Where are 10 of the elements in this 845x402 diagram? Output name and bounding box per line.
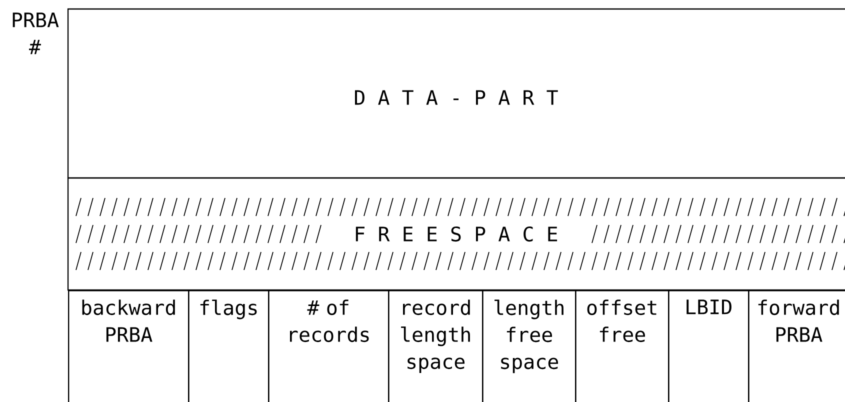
field-cell: LBID (668, 290, 750, 402)
field-cell: offset free (575, 290, 670, 402)
field-cell: flags (188, 290, 270, 402)
field-cell: record length space (388, 290, 484, 402)
field-cell: # of records (268, 290, 390, 402)
data-part-band: D A T A - P A R T (67, 8, 845, 179)
field-cell: forward PRBA (748, 290, 845, 402)
free-space-band: F R E E S P A C E (67, 177, 845, 291)
field-cell: length free space (482, 290, 576, 402)
field-cell: backward PRBA (68, 290, 190, 402)
